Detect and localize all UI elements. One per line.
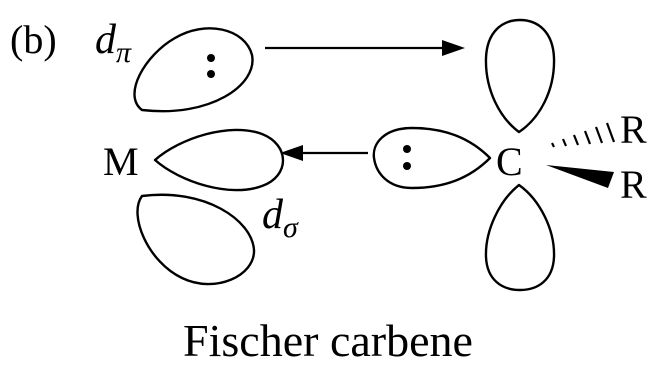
d-sigma-base: d: [262, 192, 284, 238]
diagram-caption: Fischer carbene: [183, 315, 473, 366]
carbon-p-orbital-lower-lobe: [484, 183, 556, 292]
metal-d-pi-orbital-lobe: [133, 27, 254, 113]
solid-wedge-bond: [546, 165, 614, 188]
d-pi-subscript: π: [116, 36, 132, 69]
carbon-sp2-orbital-lobe: [372, 126, 492, 190]
metal-lower-orbital-lobe: [136, 193, 256, 286]
d-sigma-label: dσ: [262, 192, 299, 244]
sigma-donation-arrowhead: [280, 145, 303, 161]
d-sigma-subscript: σ: [283, 211, 299, 244]
metal-d-sigma-orbital-lobe: [153, 128, 285, 192]
r-upper-label: R: [620, 107, 647, 152]
metal-label: M: [103, 139, 139, 184]
lone-pair-dot: [207, 70, 215, 78]
panel-label: (b): [10, 17, 57, 62]
r-lower-label: R: [620, 162, 647, 207]
hashed-wedge-bond: [551, 122, 616, 148]
lone-pair-dot: [207, 54, 215, 62]
carbon-p-orbital-upper-lobe: [484, 18, 556, 134]
carbon-label: C: [496, 139, 523, 184]
lone-pair-dot: [403, 145, 411, 153]
d-pi-base: d: [95, 17, 117, 63]
d-pi-label: dπ: [95, 17, 132, 69]
pi-back-donation-arrowhead: [442, 40, 465, 56]
lone-pair-dot: [403, 162, 411, 170]
